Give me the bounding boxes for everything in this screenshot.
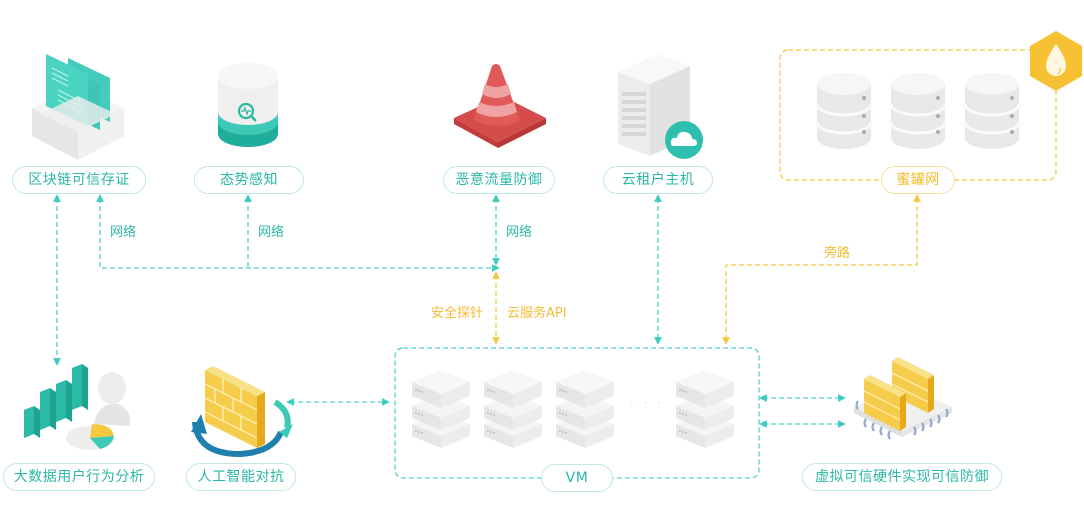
edge-label-probe: 安全探针 <box>431 306 484 321</box>
node-ai-label[interactable]: 人工智能对抗 <box>186 463 296 491</box>
node-vm-label[interactable]: VM <box>541 464 613 492</box>
database-search-icon <box>218 63 278 147</box>
node-blockchain-label[interactable]: 区块链可信存证 <box>12 166 146 194</box>
honeypot-servers <box>815 72 1025 152</box>
node-ddos-label[interactable]: 恶意流量防御 <box>443 166 555 194</box>
database-icon <box>815 73 873 149</box>
server-stack-icon <box>412 370 470 448</box>
document-box-icon <box>32 54 124 160</box>
firewall-chip-icon <box>854 357 952 440</box>
server-stack-icon <box>676 370 734 448</box>
firewall-cycle-icon <box>191 366 293 458</box>
server-stack-icon <box>556 370 614 448</box>
traffic-cone-icon <box>454 64 546 148</box>
database-icon <box>963 73 1021 149</box>
node-cloudhost-label[interactable]: 云租户主机 <box>603 166 713 194</box>
edge-label-network-1: 网络 <box>110 225 137 240</box>
bar-chart-user-icon <box>24 364 131 450</box>
vm-ellipsis: · · · <box>630 396 665 410</box>
edge-label-network-3: 网络 <box>506 225 533 240</box>
edge-label-api: 云服务API <box>507 306 567 321</box>
edge-label-bypass: 旁路 <box>824 246 851 261</box>
honey-drop-icon <box>1030 31 1082 91</box>
edge-net-blockchain <box>96 194 500 272</box>
database-icon <box>889 73 947 149</box>
cloud-server-icon <box>618 54 703 159</box>
vm-servers: · · · <box>410 368 740 450</box>
node-trusted-hw-label[interactable]: 虚拟可信硬件实现可信防御 <box>802 463 1002 491</box>
server-stack-icon <box>484 370 542 448</box>
node-bigdata-label[interactable]: 大数据用户行为分析 <box>3 463 155 491</box>
edge-bypass <box>722 194 921 345</box>
node-honeypot-label[interactable]: 蜜罐网 <box>881 166 955 194</box>
node-situation-label[interactable]: 态势感知 <box>194 166 304 194</box>
edge-label-network-2: 网络 <box>258 225 285 240</box>
